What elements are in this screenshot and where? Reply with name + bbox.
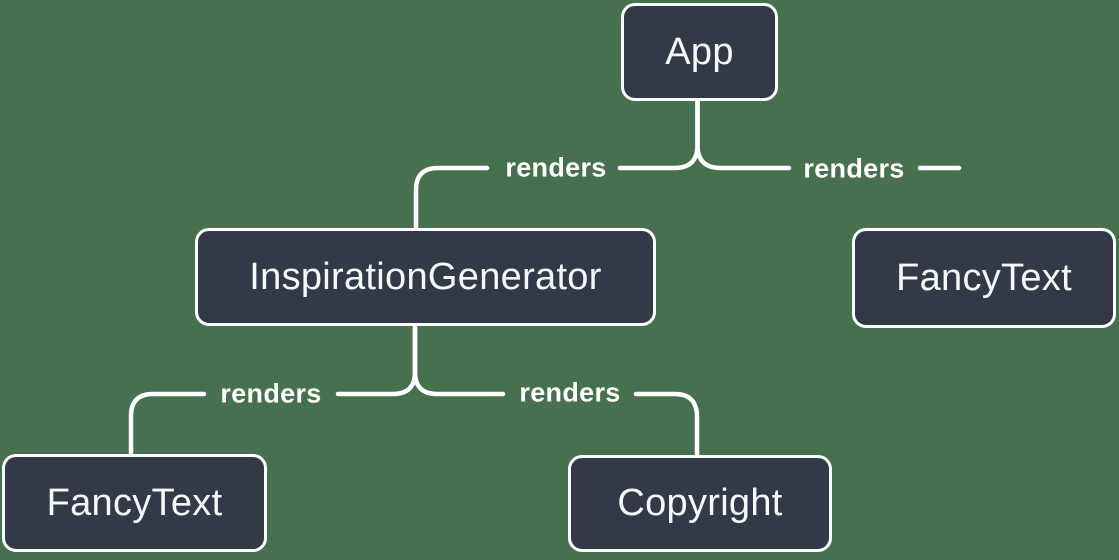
edge-app-inspiration-elbow [413,165,490,230]
edge-inspiration-copyright-elbow [633,391,700,457]
edge-app-fancytext-stem [695,98,792,171]
node-inspiration-generator: InspirationGenerator [195,228,656,326]
edge-inspiration-fancytext-elbow [128,391,207,456]
node-app: App [621,3,778,101]
node-fancy-text-bottom: FancyText [2,454,267,552]
node-copyright-label: Copyright [617,482,783,524]
edge-label-app-inspiration: renders [505,152,607,183]
edge-inspiration-fancytext-stem [335,324,418,397]
node-fancy-text-bottom-label: FancyText [46,481,223,524]
node-copyright: Copyright [568,455,832,552]
edge-label-inspiration-copyright: renders [519,377,621,408]
node-fancy-text-top-label: FancyText [896,256,1072,299]
edge-inspiration-copyright-stem [412,324,506,397]
node-fancy-text-top: FancyText [852,228,1116,328]
edge-app-inspiration-stem [617,98,700,171]
node-app-label: App [665,30,734,73]
node-inspiration-generator-label: InspirationGenerator [249,255,602,298]
edge-label-inspiration-fancytext: renders [220,378,322,409]
edge-label-app-fancytext: renders [803,153,905,184]
